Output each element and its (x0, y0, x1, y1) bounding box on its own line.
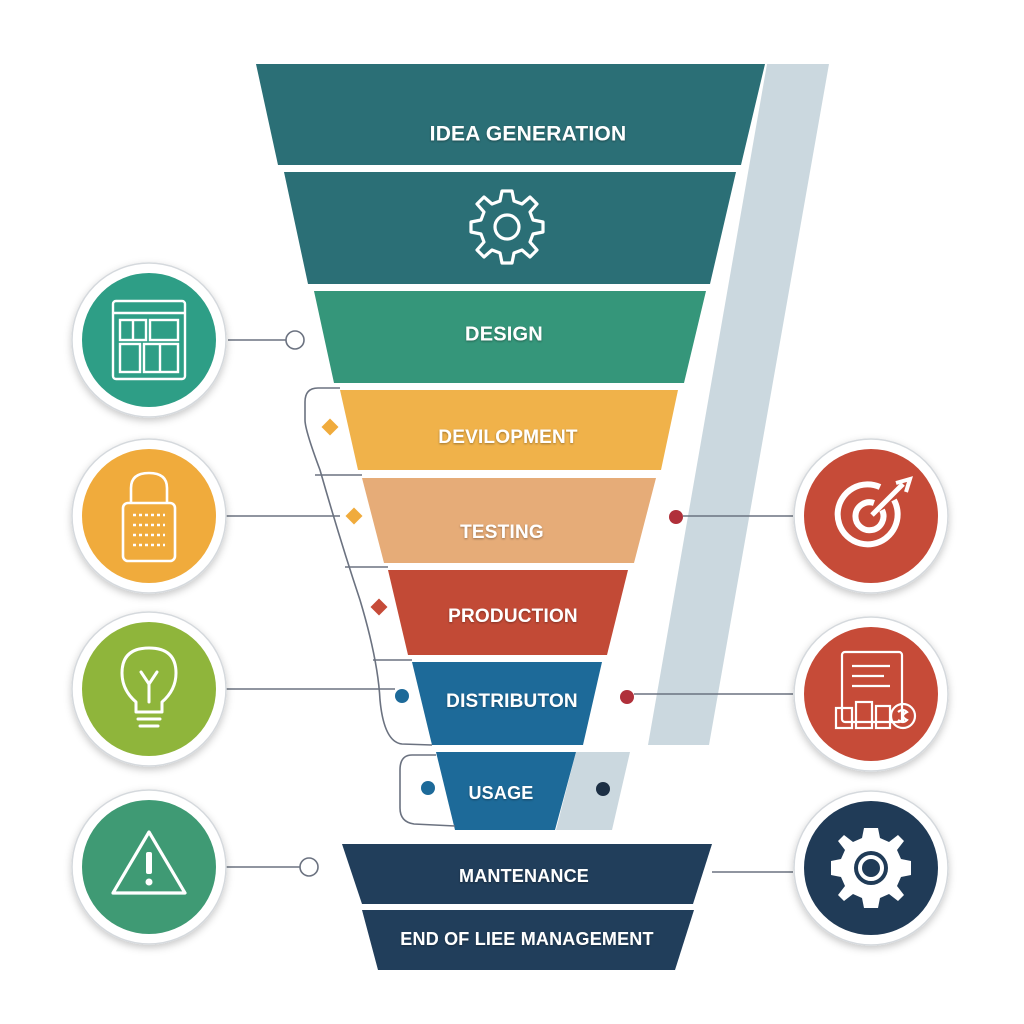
connector-endpoint-design (285, 330, 305, 350)
marker-dot-usage-left (421, 781, 435, 795)
stage-usage (436, 752, 576, 830)
side-band-upper (648, 64, 829, 745)
side-band-lower (556, 752, 630, 830)
stage-idea-generation (256, 64, 765, 165)
connector-endpoint-maintenance (299, 857, 319, 877)
marker-diamond-production (370, 598, 388, 616)
stage-label-production: PRODUCTION (448, 606, 578, 627)
stage-gear (284, 172, 736, 284)
left-icon-lightbulb (71, 611, 227, 767)
target-icon (834, 476, 913, 548)
stage-label-end-of-life: END OF LIEE MANAGEMENT (400, 929, 653, 949)
left-icon-warning (71, 789, 227, 945)
marker-dot-testing-right (669, 510, 683, 524)
gear-icon (469, 189, 545, 265)
connector-lines (225, 339, 793, 873)
right-icon-target (793, 438, 949, 594)
right-icon-gear (793, 790, 949, 946)
warning-icon (111, 830, 187, 895)
stage-testing (362, 478, 656, 563)
left-bracket (304, 387, 456, 827)
stage-label-testing: TESTING (460, 522, 544, 543)
lightbulb-icon (120, 646, 178, 728)
stage-design (314, 291, 706, 383)
stage-end-of-life (362, 910, 694, 970)
stage-label-usage: USAGE (468, 783, 533, 803)
stage-markers (321, 418, 683, 796)
blueprint-icon (111, 299, 187, 381)
marker-dot-usage-right (596, 782, 610, 796)
bracket-lower (399, 754, 456, 827)
marker-diamond-testing (345, 507, 363, 525)
funnel-side-band (556, 64, 829, 830)
left-icon-padlock (71, 438, 227, 594)
stage-label-distribution: DISTRIBUTON (446, 691, 578, 712)
stage-label-design: DESIGN (465, 323, 543, 345)
gear-icon (831, 828, 911, 908)
bracket-upper (304, 387, 433, 746)
right-icon-document-budget (793, 616, 949, 772)
stage-distribution (412, 662, 602, 745)
marker-dot-distribution-left (395, 689, 409, 703)
stage-development (340, 390, 678, 470)
stage-label-development: DEVILOPMENT (438, 427, 578, 448)
funnel-stages (256, 64, 765, 970)
stage-production (388, 570, 628, 655)
stage-label-maintenance: MANTENANCE (459, 866, 589, 886)
stage-label-idea-generation: IDEA GENERATION (430, 123, 627, 146)
marker-dot-distribution-right (620, 690, 634, 704)
stage-maintenance (342, 844, 712, 904)
padlock-icon (121, 471, 177, 563)
document-budget-icon (834, 650, 917, 730)
left-icon-blueprint (71, 262, 227, 418)
marker-diamond-development (321, 418, 339, 436)
